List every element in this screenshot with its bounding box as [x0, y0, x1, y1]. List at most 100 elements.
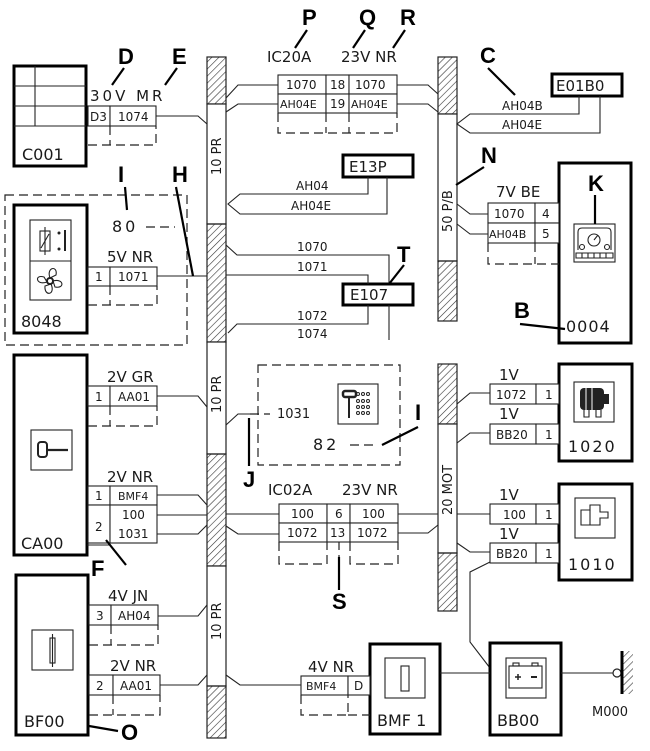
connector-spec: 30V MR — [90, 87, 165, 105]
pin: 13 — [330, 526, 345, 540]
callouts: D E P Q R C N I H K T B I J F S O — [88, 5, 604, 745]
wire: AH04B — [502, 99, 543, 113]
zone-82: 1031 82 — [225, 364, 401, 466]
callout-h: H — [172, 162, 188, 187]
zone-label: 82 — [313, 435, 339, 454]
pin: D — [354, 679, 363, 693]
connector-spec: 1V — [499, 486, 520, 504]
wire: 100 — [122, 508, 145, 522]
wire: 100 — [291, 507, 314, 521]
connector-bmf1: 4V NR BMF4 D — [225, 658, 371, 716]
relay-icon — [39, 227, 66, 255]
connector-spec: 4V NR — [308, 658, 354, 676]
callout-p: P — [302, 5, 317, 30]
component-8048[interactable]: 8048 — [12, 203, 89, 335]
component-label: E107 — [350, 286, 388, 304]
connector-1010: 1V 100 1 1V BB20 1 — [456, 486, 560, 669]
wire: AA01 — [120, 679, 152, 693]
connector-spec: 7V BE — [496, 183, 540, 201]
component-label: 1020 — [568, 437, 617, 456]
component-1020[interactable]: 1020 — [557, 362, 634, 463]
wire: 100 — [362, 507, 385, 521]
connector-spec: 2V NR — [110, 657, 156, 675]
connector-spec: 23V NR — [342, 481, 398, 499]
pin: 1 — [95, 390, 103, 404]
wire: BMF4 — [306, 680, 336, 693]
fuse-icon — [400, 665, 410, 692]
battery-icon — [508, 662, 543, 689]
component-bmf1[interactable]: BMF 1 — [368, 642, 442, 736]
component-label: BB00 — [497, 711, 539, 730]
zone-label: 80 — [112, 217, 138, 236]
component-label: 0004 — [566, 317, 611, 336]
zone-80: 80 — [4, 194, 188, 346]
callout-f: F — [91, 556, 104, 581]
pin: 2 — [95, 520, 103, 534]
bus-label: 50 P/B — [441, 190, 456, 232]
callout-d: D — [118, 44, 134, 69]
connector-ic20a: IC20A 23V NR 1070 18 1070 AH04E 19 AH04E — [225, 48, 439, 134]
wire: AH04E — [291, 199, 331, 213]
bus-label: 10 PR — [210, 137, 225, 175]
callout-e: E — [172, 44, 187, 69]
pin: 19 — [330, 97, 345, 111]
pin: D3 — [90, 110, 107, 124]
pin: 1 — [545, 388, 553, 402]
keypad-icon — [341, 389, 370, 418]
wire: BB20 — [496, 547, 528, 561]
pin: 2 — [96, 679, 104, 693]
wire: AH04B — [489, 228, 526, 241]
component-c001[interactable]: C001 — [12, 64, 88, 168]
component-0004[interactable]: 0004 — [557, 161, 633, 345]
pin: 1 — [545, 547, 553, 561]
connector-1020: 1V 1072 1 1V BB20 1 — [456, 366, 560, 445]
pin: 6 — [335, 507, 343, 521]
callout-q: Q — [359, 5, 376, 30]
connector-spec: 1V — [499, 525, 520, 543]
pin: 18 — [330, 78, 345, 92]
wire: 1070 — [297, 240, 328, 254]
wire: 1072 — [297, 309, 328, 323]
wire: 1071 — [118, 270, 149, 284]
callout-s: S — [332, 589, 347, 614]
component-label: BMF 1 — [377, 711, 426, 730]
wire: AA01 — [118, 390, 150, 404]
connector-bf00-nr: 2V NR 2 AA01 — [88, 657, 208, 716]
callout-j: J — [243, 467, 255, 492]
component-e01b0[interactable]: E01B0 AH04B AH04E — [456, 72, 624, 134]
wire: AH04E — [502, 118, 542, 132]
alternator-icon — [580, 388, 609, 418]
wire: 1070 — [355, 78, 386, 92]
pin: 1 — [545, 428, 553, 442]
component-e107[interactable]: E107 1070 1071 1072 1074 — [225, 240, 415, 341]
connector-spec: 1V — [499, 405, 520, 423]
connector-ic02a: IC02A 23V NR 100 6 100 1072 13 1072 — [225, 481, 439, 565]
component-label: BF00 — [24, 712, 65, 731]
wire: 1071 — [297, 260, 328, 274]
ground-m000[interactable]: M000 — [592, 651, 633, 720]
connector-ca00-nr: 2V NR 1 2 BMF4 100 1031 — [87, 468, 208, 546]
component-e13p[interactable]: E13P AH04 AH04E — [227, 153, 415, 215]
component-bf00[interactable]: BF00 — [14, 573, 90, 737]
pin: 5 — [542, 227, 550, 241]
component-label: 8048 — [21, 312, 62, 331]
component-label: CA00 — [21, 534, 63, 553]
callout-i: I — [415, 400, 421, 425]
connector-bf00-jn: 4V JN 3 AH04 — [88, 587, 208, 646]
component-ca00[interactable]: CA00 — [12, 353, 89, 557]
wire: 1074 — [297, 327, 328, 341]
connector-spec: 1V — [499, 366, 520, 384]
pin: 1 — [95, 489, 103, 503]
component-label: C001 — [22, 145, 64, 164]
wire: BB20 — [496, 428, 528, 442]
bus-label: 20 MOT — [441, 465, 456, 515]
connector-0004: 7V BE 1070 4 AH04B 5 — [456, 183, 560, 265]
gauge-icon — [573, 223, 616, 263]
wire: 1072 — [496, 388, 527, 402]
bus-label: 10 PR — [210, 602, 225, 640]
component-bb00[interactable]: BB00 — [440, 641, 613, 737]
component-1010[interactable]: 1010 — [557, 482, 634, 582]
component-label: M000 — [592, 705, 628, 720]
right-bus-bar-top: 50 P/B — [437, 56, 458, 322]
